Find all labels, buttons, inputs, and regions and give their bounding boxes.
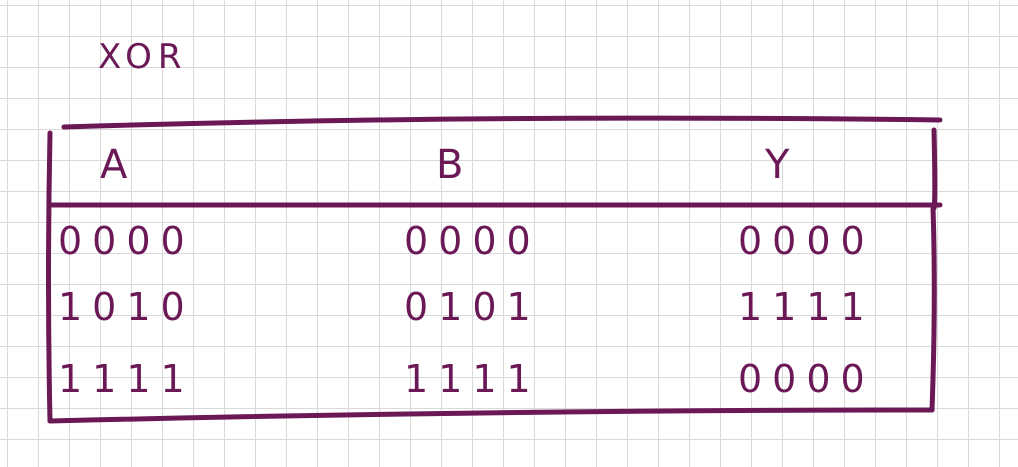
cell-a-row1: 0000 bbox=[58, 219, 195, 263]
table-top-border bbox=[61, 115, 943, 130]
cell-a-row3: 1111 bbox=[58, 357, 195, 401]
column-header-y: Y bbox=[765, 142, 790, 188]
cell-y-row2: 1111 bbox=[738, 285, 875, 329]
cell-b-row3: 1111 bbox=[404, 357, 541, 401]
column-header-b: B bbox=[436, 142, 464, 188]
page-title: XOR bbox=[98, 37, 188, 77]
cell-a-row2: 1010 bbox=[58, 285, 195, 329]
cell-y-row3: 0000 bbox=[738, 357, 875, 401]
column-header-a: A bbox=[100, 142, 128, 188]
cell-b-row1: 0000 bbox=[404, 219, 541, 263]
table-right-border bbox=[929, 127, 938, 413]
table-bottom-border bbox=[47, 407, 935, 424]
cell-b-row2: 0101 bbox=[404, 285, 541, 329]
table-left-border bbox=[46, 130, 53, 424]
cell-y-row1: 0000 bbox=[738, 219, 875, 263]
